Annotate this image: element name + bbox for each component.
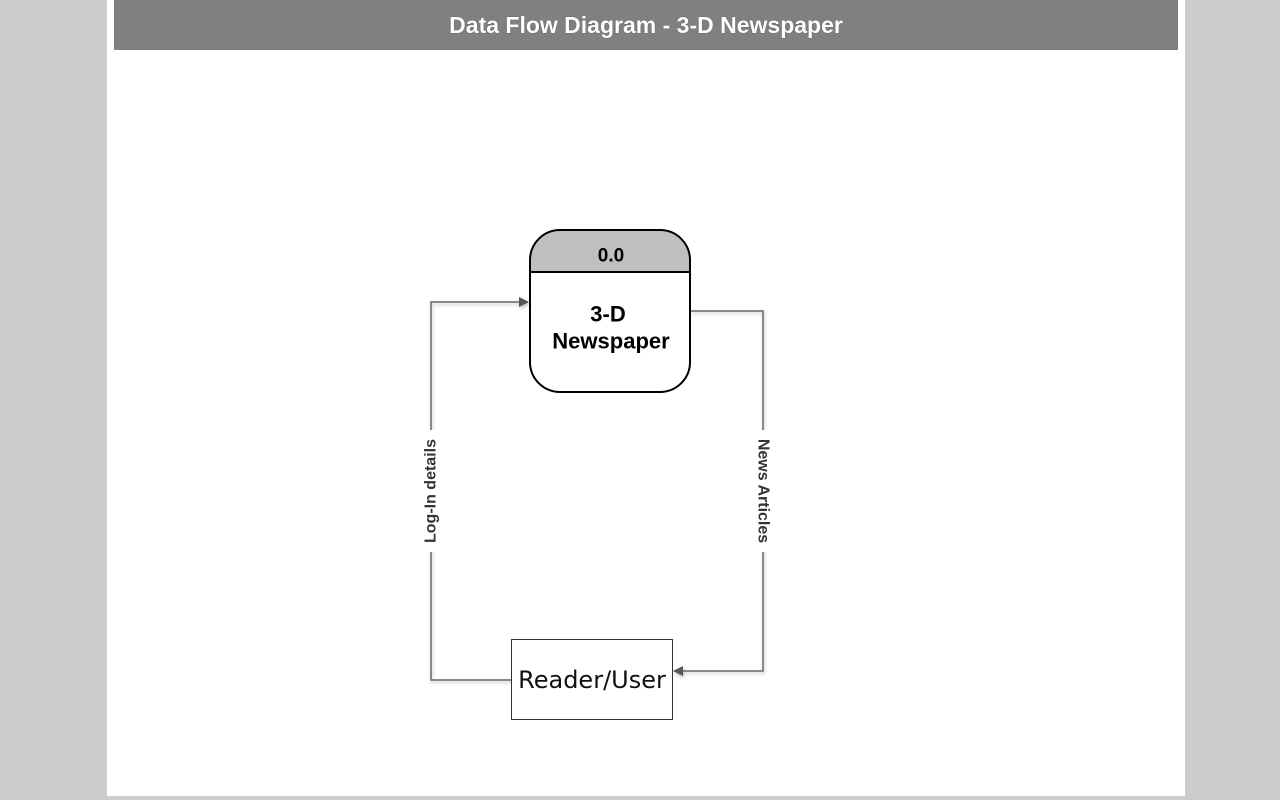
login-label-bg bbox=[422, 430, 440, 552]
process-3d-newspaper[interactable]: 0.0 3-D Newspaper bbox=[529, 229, 691, 393]
login-flow-line[interactable] bbox=[430, 297, 529, 681]
news-flow-line[interactable] bbox=[673, 310, 764, 676]
news-flow-label: News Articles bbox=[755, 439, 772, 543]
diagram-title: Data Flow Diagram - 3-D Newspaper bbox=[114, 0, 1178, 50]
process-name-line2: Newspaper bbox=[552, 329, 670, 354]
process-name-line1: 3-D bbox=[590, 302, 625, 327]
process-id: 0.0 bbox=[598, 246, 624, 267]
news-label-bg bbox=[754, 430, 772, 552]
login-flow-label: Log-In details bbox=[423, 439, 440, 543]
entity-label: Reader/User bbox=[518, 666, 666, 694]
entity-box bbox=[511, 639, 673, 720]
entity-reader-user[interactable]: Reader/User bbox=[511, 639, 673, 720]
process-box bbox=[529, 229, 691, 393]
process-header bbox=[530, 230, 690, 272]
